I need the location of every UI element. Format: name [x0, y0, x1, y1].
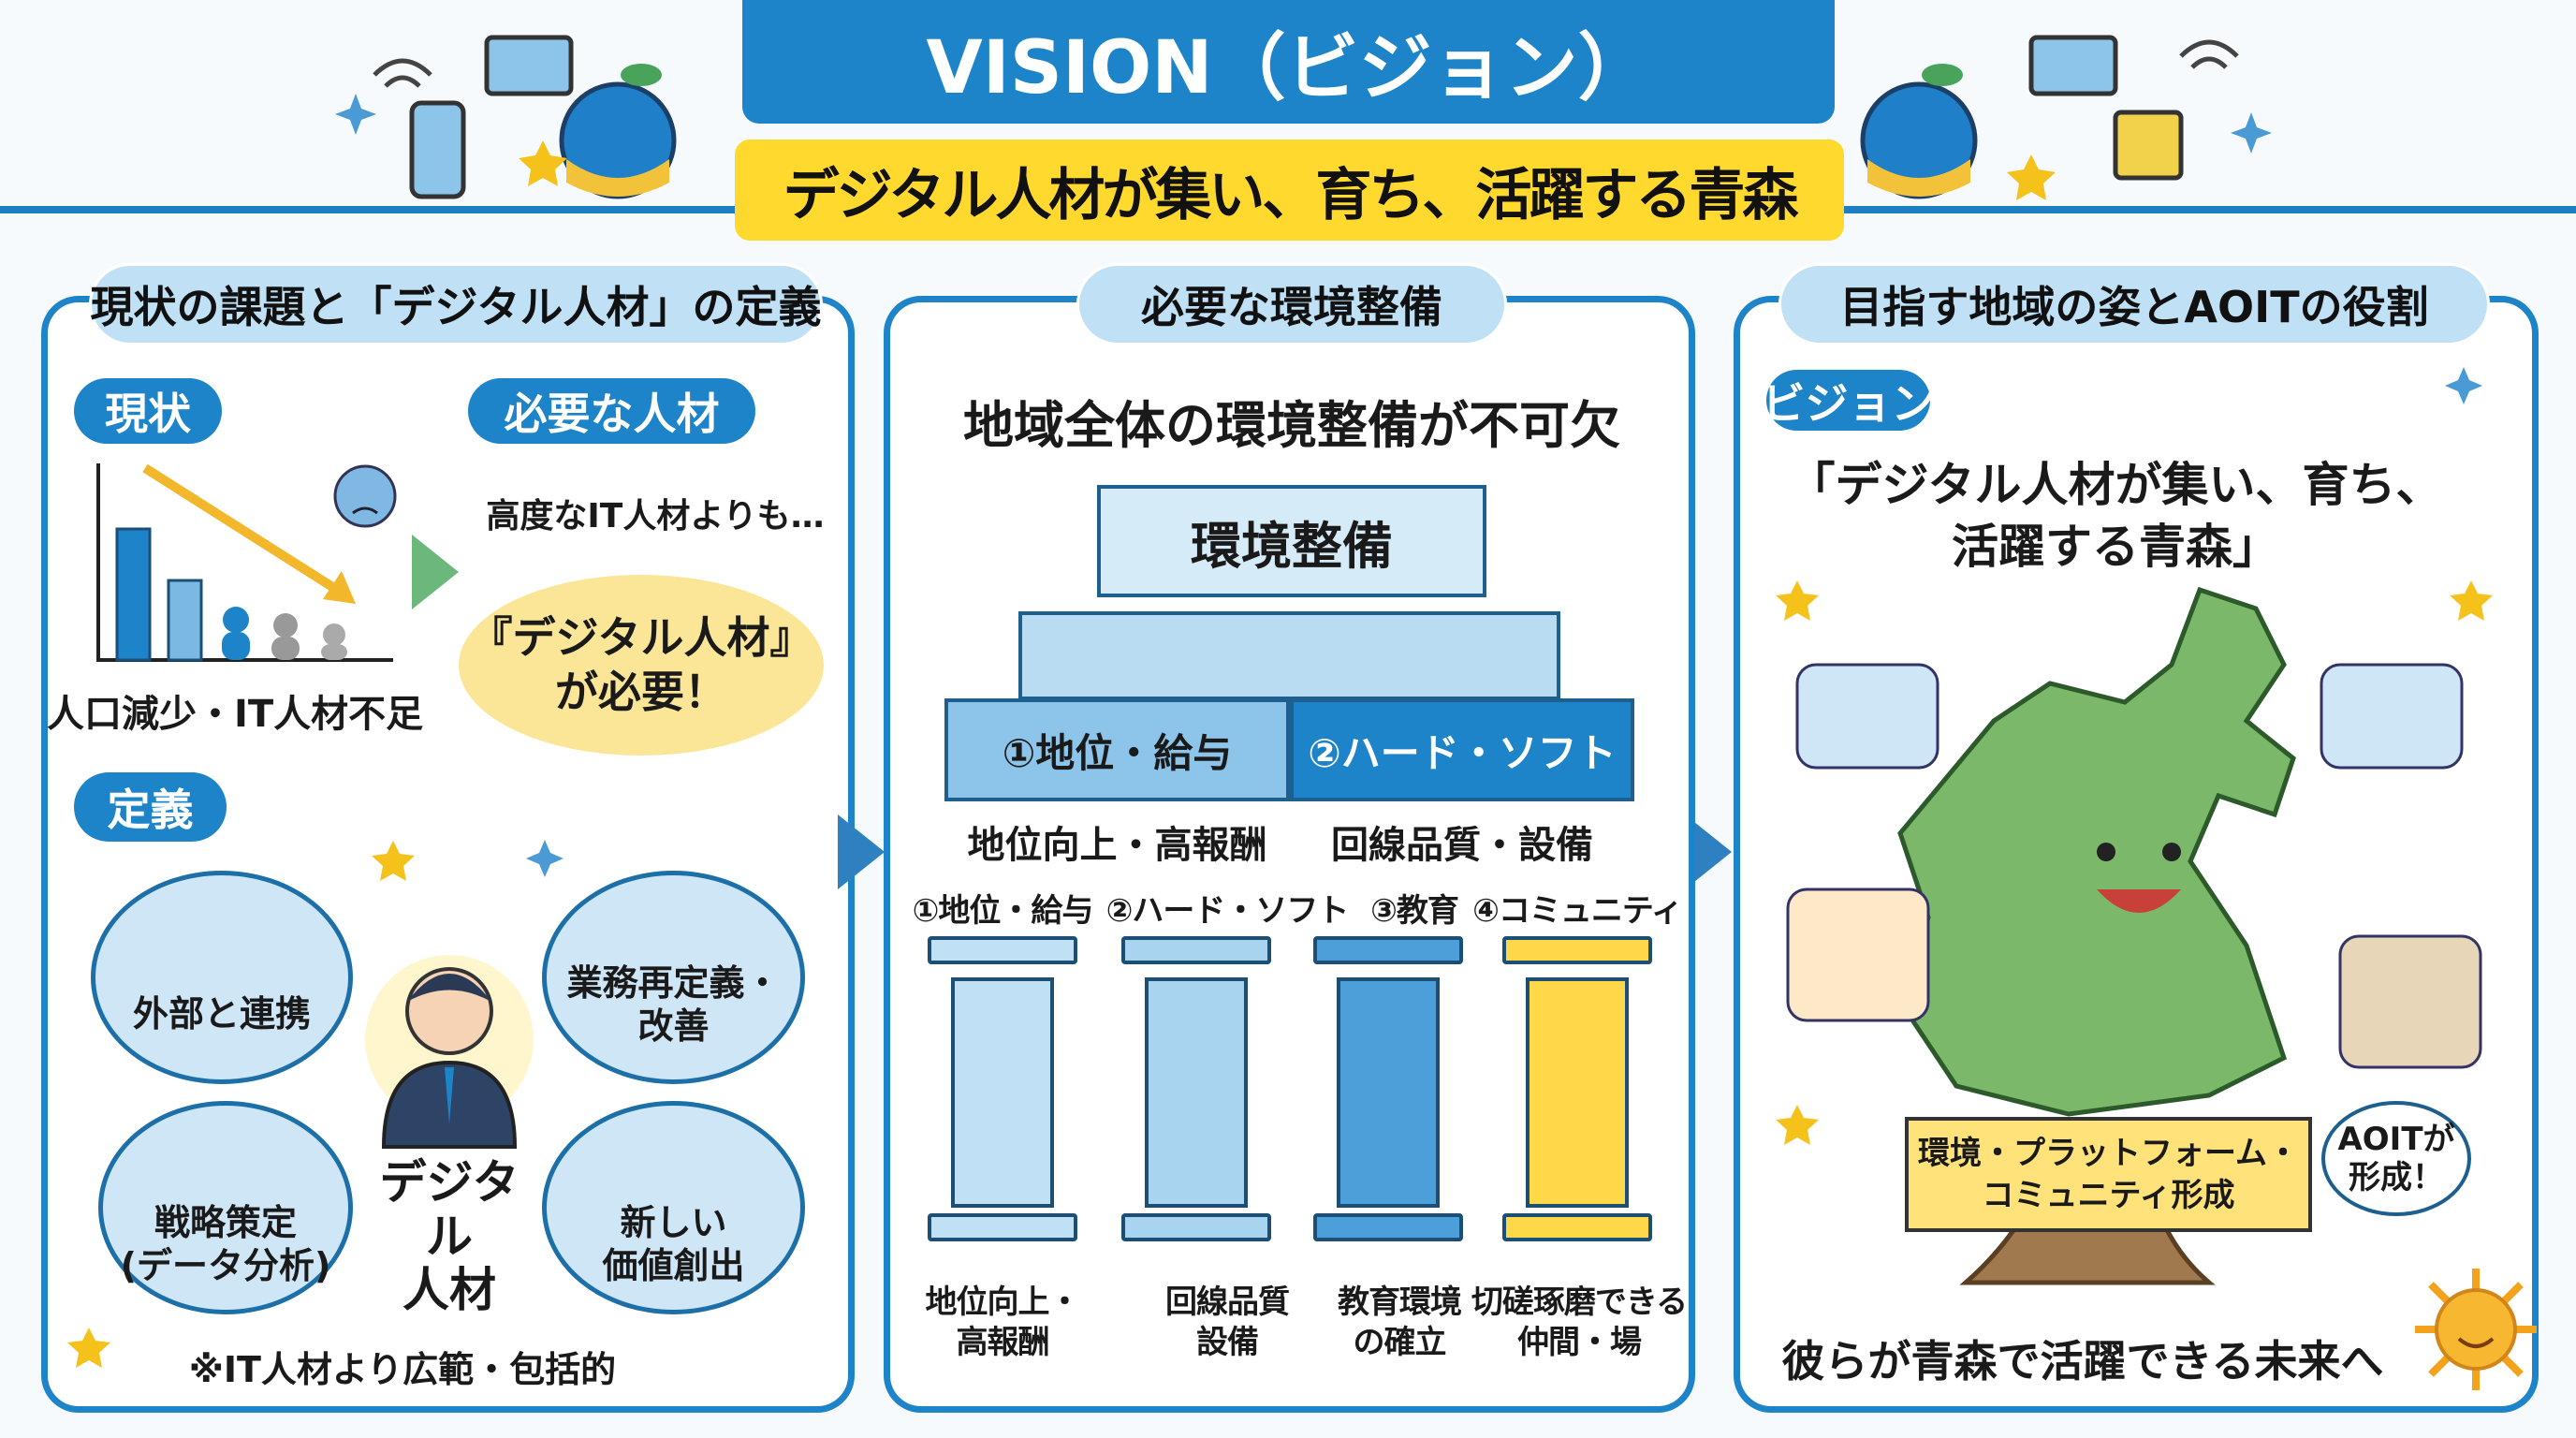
- pillar-caption: 教育環境 の確立: [1338, 1284, 1462, 1361]
- future-caption: 彼らが青森で活躍できる未来へ: [1781, 1336, 2384, 1387]
- sparkle-icon: [2445, 367, 2482, 404]
- status-caption: 人口減少・IT人材不足: [47, 693, 424, 736]
- pillar-label: ①地位・給与: [912, 892, 1094, 930]
- panel-heading: 現状の課題と「デジタル人材」の定義: [89, 263, 823, 345]
- header-decoration-right: [1860, 35, 2272, 200]
- pillar-shaft: [1145, 977, 1248, 1208]
- sun-icon: [2415, 1269, 2537, 1390]
- sparkle-icon: [526, 840, 564, 877]
- need-label: 必要な人材: [468, 378, 755, 444]
- apple-icon: [1860, 64, 1978, 199]
- pillar-base: [1502, 1213, 1652, 1241]
- star-icon: [2007, 154, 2056, 200]
- decline-chart-illustration: [96, 463, 397, 662]
- people-scene: [1786, 888, 1930, 1022]
- school-building-icon: [2338, 934, 2482, 1069]
- green-arrow-icon: [412, 535, 459, 609]
- pillar-label: ④コミュニティ: [1472, 892, 1683, 930]
- aomori-tree-illustration: [1776, 580, 2493, 1285]
- star-icon: [1776, 580, 1819, 621]
- pyramid-top: 環境整備: [1097, 485, 1486, 597]
- vision-quote-line1: 「デジタル人材が集い、育ち、: [1788, 458, 2443, 512]
- smiling-face: [2097, 843, 2181, 913]
- aoit-speech-bubble: AOITが 形成！: [2321, 1101, 2471, 1216]
- star-icon: [67, 1328, 110, 1368]
- need-main-line2: が必要！: [555, 666, 727, 717]
- person-icon: [271, 613, 300, 660]
- pillar-caption: 回線品質 設備: [1165, 1284, 1290, 1361]
- pillar-capital: [1502, 936, 1652, 964]
- need-highlight: 『デジタル人材』 が必要！: [459, 575, 824, 756]
- sparkle-icon: [335, 94, 376, 135]
- pillar: [928, 936, 1077, 1249]
- vision-quote-line2: 活躍する青森」: [1952, 520, 2279, 574]
- definition-label: 定義: [74, 772, 227, 842]
- pillar-capital: [1313, 936, 1463, 964]
- pyramid-left-sub: 地位向上・高報酬: [967, 824, 1267, 867]
- pillar: [1502, 936, 1652, 1249]
- apple-icon: [559, 64, 677, 199]
- chip-icon: [2113, 110, 2184, 181]
- pillar-label: ③教育: [1370, 892, 1459, 930]
- pillar-shaft: [1526, 977, 1629, 1208]
- wifi-icon: [373, 58, 432, 88]
- person-icon: [321, 624, 347, 660]
- smartphone-icon: [409, 100, 466, 199]
- vision-label: ビジョン: [1763, 370, 1935, 431]
- pyramid-right-sub: 回線品質・設備: [1331, 824, 1593, 867]
- pillar-capital: [1121, 936, 1271, 964]
- pillar-caption: 地位向上・ 高報酬: [925, 1284, 1081, 1361]
- farmers-scene: [1795, 663, 1939, 770]
- pillar-base: [1313, 1213, 1463, 1241]
- pyramid-middle: [1018, 611, 1560, 700]
- need-lead: 高度なIT人材よりも…: [486, 497, 825, 536]
- star-icon: [2450, 580, 2493, 621]
- bubble-external-collab: 外部と連携: [91, 871, 353, 1084]
- person-icon: [222, 607, 250, 660]
- footnote: ※IT人材より広範・包括的: [188, 1349, 617, 1390]
- pillar: [1313, 936, 1463, 1249]
- pillar-shaft: [1337, 977, 1440, 1208]
- star-icon: [519, 140, 567, 186]
- monitor-icon: [484, 35, 574, 96]
- sparkle-icon: [2231, 112, 2272, 154]
- pillar-label: ②ハード・ソフト: [1105, 892, 1350, 930]
- header-decoration-left: [335, 35, 677, 199]
- star-icon: [1776, 1105, 1819, 1145]
- page-subtitle: デジタル人材が集い、育ち、活躍する青森: [735, 139, 1844, 241]
- pillar: [1121, 936, 1271, 1249]
- status-label: 現状: [74, 378, 222, 444]
- bubble-business-redefine: 業務再定義・ 改善: [542, 871, 805, 1084]
- sad-face-icon: [333, 464, 397, 528]
- pillar-shaft: [951, 977, 1054, 1208]
- pyramid-base-left: ①地位・給与: [944, 698, 1290, 801]
- wifi-icon: [2179, 39, 2239, 69]
- need-main-line1: 『デジタル人材』: [469, 612, 813, 663]
- page-title: VISION（ビジョン）: [742, 0, 1835, 124]
- pyramid-base-right: ②ハード・ソフト: [1290, 698, 1634, 801]
- star-icon: [372, 841, 415, 881]
- pillar-caption: 切磋琢磨できる 仲間・場: [1471, 1284, 1688, 1361]
- bubble-new-value: 新しい 価値創出: [542, 1101, 805, 1314]
- center-label: デジタル 人材: [379, 1155, 520, 1317]
- digital-talent-person-icon: [365, 955, 534, 1149]
- arrow-right-icon: [838, 814, 885, 889]
- platform-box: 環境・プラットフォーム・ コミュニティ形成: [1905, 1117, 2312, 1232]
- down-arrow: [142, 463, 340, 594]
- panel-heading: 目指す地域の姿とAOITの役割: [1778, 263, 2490, 345]
- pillar-base: [928, 1213, 1077, 1241]
- remote-work-scene: [2320, 663, 2464, 770]
- monitor-icon: [2028, 35, 2118, 96]
- environment-lead: 地域全体の環境整備が不可欠: [963, 396, 1620, 455]
- pillar-capital: [928, 936, 1077, 964]
- panel-heading: 必要な環境整備: [1076, 263, 1507, 345]
- bubble-strategy: 戦略策定 (データ分析): [98, 1101, 353, 1314]
- pillar-base: [1121, 1213, 1271, 1241]
- vision-quote: 「デジタル人材が集い、育ち、 活躍する青森」: [1741, 454, 2490, 578]
